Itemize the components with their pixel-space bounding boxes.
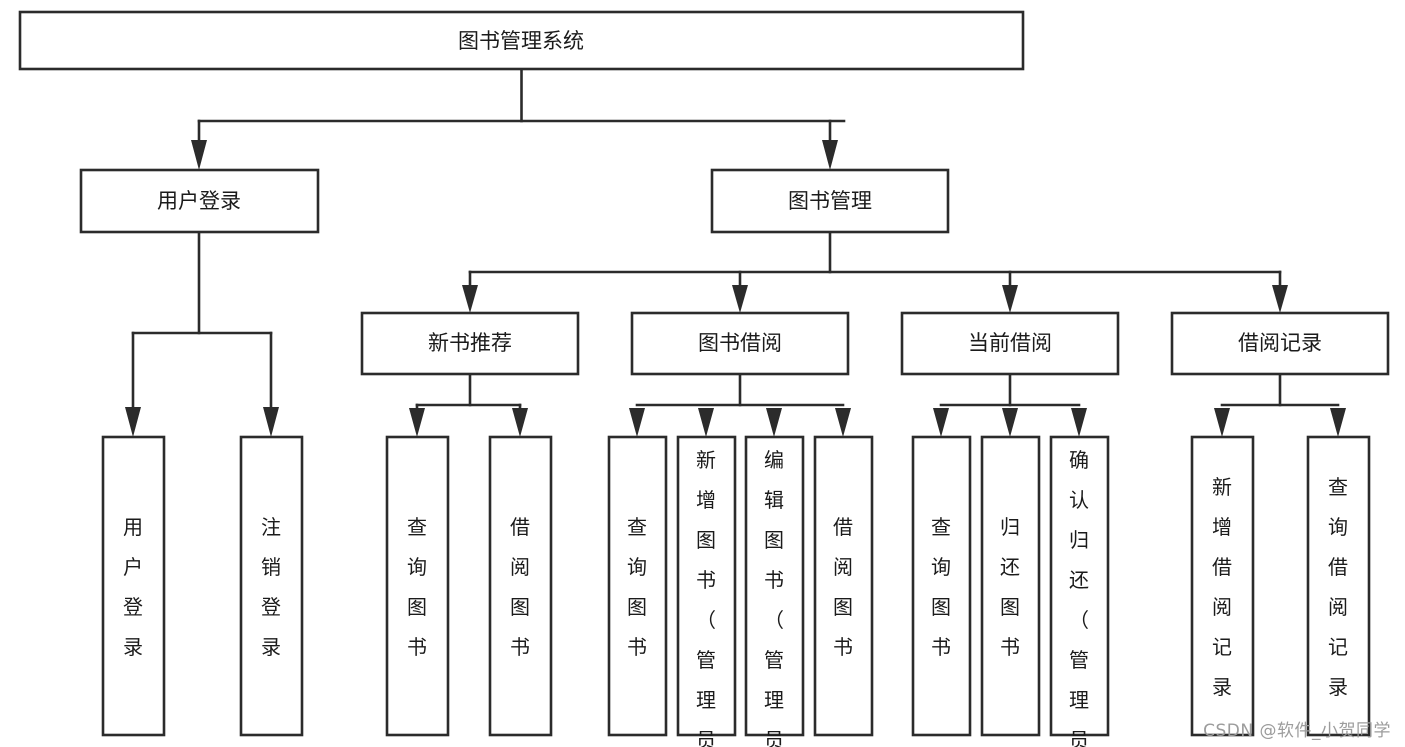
leaf-edit-book[interactable]: 编辑图书（管理员） — [744, 435, 805, 747]
arrowhead-new-book-recommend — [462, 285, 478, 313]
leaf-add-book-label: 新增图书（管理员） — [696, 448, 716, 747]
leaf-borrow-book-1[interactable]: 借阅图书 — [488, 435, 553, 737]
arrowhead-leaf-user-logout — [263, 407, 279, 437]
node-borrow-record[interactable]: 借阅记录 — [1170, 311, 1390, 376]
arrowhead-user-login — [191, 140, 207, 170]
arrowhead-leaf-add-book — [698, 408, 714, 437]
arrowhead-current-borrow — [1002, 285, 1018, 313]
arrowhead-leaf-return-book — [1002, 408, 1018, 437]
arrowhead-book-manage — [822, 140, 838, 170]
csdn-watermark: CSDN @软件_小贺同学 — [1203, 721, 1391, 741]
leaf-user-logout-label: 注销登录 — [261, 515, 281, 659]
arrowhead-leaf-query-book-1 — [409, 408, 425, 437]
leaf-borrow-book-2[interactable]: 借阅图书 — [813, 435, 874, 737]
node-user-login-label: 用户登录 — [157, 189, 241, 213]
leaf-edit-book-label: 编辑图书（管理员） — [764, 448, 784, 747]
leaf-confirm-return-box[interactable] — [1049, 435, 1110, 737]
leaf-query-book-2-label: 查询图书 — [627, 515, 647, 659]
arrowhead-leaf-borrow-book-1 — [512, 408, 528, 437]
leaf-query-book-2[interactable]: 查询图书 — [607, 435, 668, 737]
node-book-borrow-box[interactable] — [630, 311, 850, 376]
node-book-manage-label: 图书管理 — [788, 189, 872, 213]
leaf-confirm-return[interactable]: 确认归还（管理员） — [1049, 435, 1110, 747]
leaf-return-book-label: 归还图书 — [1000, 515, 1020, 659]
arrowhead-leaf-query-record — [1330, 408, 1346, 437]
node-current-borrow-label: 当前借阅 — [968, 331, 1052, 355]
leaf-borrow-book-2-label: 借阅图书 — [833, 515, 853, 659]
leaf-query-record-box[interactable] — [1306, 435, 1371, 737]
node-current-borrow-box[interactable] — [900, 311, 1120, 376]
arrowhead-book-borrow — [732, 285, 748, 313]
node-user-login[interactable]: 用户登录 — [79, 168, 320, 234]
leaf-return-book[interactable]: 归还图书 — [980, 435, 1041, 737]
arrowhead-leaf-user-login — [125, 407, 141, 437]
leaf-query-record[interactable]: 查询借阅记录 — [1306, 435, 1371, 737]
leaf-add-record-box[interactable] — [1190, 435, 1255, 737]
connector-layer — [125, 67, 1346, 437]
leaf-query-record-label: 查询借阅记录 — [1328, 475, 1348, 699]
arrowhead-leaf-query-book-2 — [629, 408, 645, 437]
leaf-query-book-3-box[interactable] — [911, 435, 972, 737]
arrowhead-borrow-record — [1272, 285, 1288, 313]
leaf-add-book[interactable]: 新增图书（管理员） — [676, 435, 737, 747]
leaf-query-book-3[interactable]: 查询图书 — [911, 435, 972, 737]
node-new-book-recommend[interactable]: 新书推荐 — [360, 311, 580, 376]
node-current-borrow[interactable]: 当前借阅 — [900, 311, 1120, 376]
leaf-confirm-return-label: 确认归还（管理员） — [1069, 448, 1089, 747]
leaf-add-record-label: 新增借阅记录 — [1212, 475, 1232, 699]
node-book-manage[interactable]: 图书管理 — [710, 168, 950, 234]
leaf-user-login-label: 用户登录 — [123, 515, 143, 659]
node-root-box[interactable] — [18, 10, 1025, 71]
arrowhead-leaf-borrow-book-2 — [835, 408, 851, 437]
node-book-manage-box[interactable] — [710, 168, 950, 234]
node-book-borrow[interactable]: 图书借阅 — [630, 311, 850, 376]
leaf-query-book-1-label: 查询图书 — [407, 515, 427, 659]
node-new-book-recommend-label: 新书推荐 — [428, 331, 512, 355]
node-root[interactable]: 图书管理系统 — [18, 10, 1025, 71]
node-book-borrow-label: 图书借阅 — [698, 331, 782, 355]
leaf-edit-book-box[interactable] — [744, 435, 805, 737]
leaf-query-book-2-box[interactable] — [607, 435, 668, 737]
node-borrow-record-box[interactable] — [1170, 311, 1390, 376]
leaf-user-logout[interactable]: 注销登录 — [239, 435, 304, 737]
leaf-borrow-book-2-box[interactable] — [813, 435, 874, 737]
leaf-add-record[interactable]: 新增借阅记录 — [1190, 435, 1255, 737]
node-borrow-record-label: 借阅记录 — [1238, 331, 1322, 355]
leaf-user-logout-box[interactable] — [239, 435, 304, 737]
node-new-book-recommend-box[interactable] — [360, 311, 580, 376]
node-user-login-box[interactable] — [79, 168, 320, 234]
leaf-borrow-book-1-label: 借阅图书 — [510, 515, 530, 659]
leaf-query-book-1[interactable]: 查询图书 — [385, 435, 450, 737]
arrowhead-leaf-add-record — [1214, 408, 1230, 437]
arrowhead-leaf-query-book-3 — [933, 408, 949, 437]
node-root-label: 图书管理系统 — [458, 29, 584, 53]
leaf-user-login-box[interactable] — [101, 435, 166, 737]
leaf-query-book-1-box[interactable] — [385, 435, 450, 737]
leaf-user-login[interactable]: 用户登录 — [101, 435, 166, 737]
leaf-add-book-box[interactable] — [676, 435, 737, 737]
leaf-borrow-book-1-box[interactable] — [488, 435, 553, 737]
leaf-return-book-box[interactable] — [980, 435, 1041, 737]
arrowhead-leaf-edit-book — [766, 408, 782, 437]
leaf-query-book-3-label: 查询图书 — [931, 515, 951, 659]
arrowhead-leaf-confirm-return — [1071, 408, 1087, 437]
